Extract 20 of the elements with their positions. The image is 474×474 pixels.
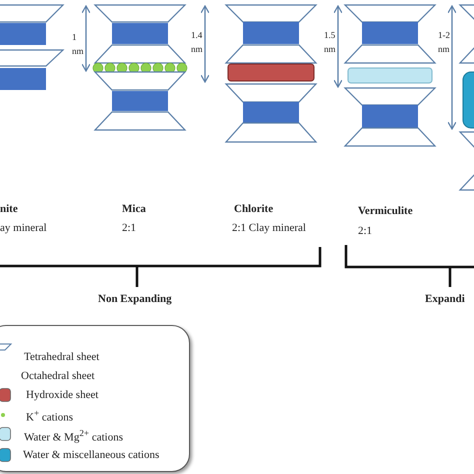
mineral-type: 2:1 — [122, 222, 136, 236]
mineral-name: nite — [0, 203, 18, 216]
mineral-name: Vermiculite — [358, 205, 413, 218]
dimension-label: 1.4 nm — [191, 29, 204, 56]
dimension-label: 1-2 nm — [438, 29, 451, 56]
legend-label: Water & miscellaneous cations — [23, 449, 160, 461]
group-label: Expandi — [425, 293, 465, 306]
mineral-name: Mica — [122, 203, 146, 216]
legend-label: K$^{+}$ cations — [26, 408, 74, 424]
legend-label: Hydroxide sheet — [26, 389, 98, 401]
legend-label: Tetrahedral sheet — [24, 351, 100, 363]
dimension-label: 1 nm — [72, 31, 85, 58]
mineral-type: 2:1 Clay mineral — [232, 222, 306, 236]
mineral-name: Chlorite — [234, 203, 274, 216]
legend-label: Water & Mg$^{2+}$ cations — [24, 428, 123, 444]
dimension-label: 1.5 nm — [324, 29, 337, 56]
mineral-type: 2:1 — [358, 225, 372, 238]
mineral-type: ay mineral — [0, 222, 47, 236]
group-label: Non Expanding — [98, 293, 172, 306]
legend-label: Octahedral sheet — [21, 370, 95, 382]
